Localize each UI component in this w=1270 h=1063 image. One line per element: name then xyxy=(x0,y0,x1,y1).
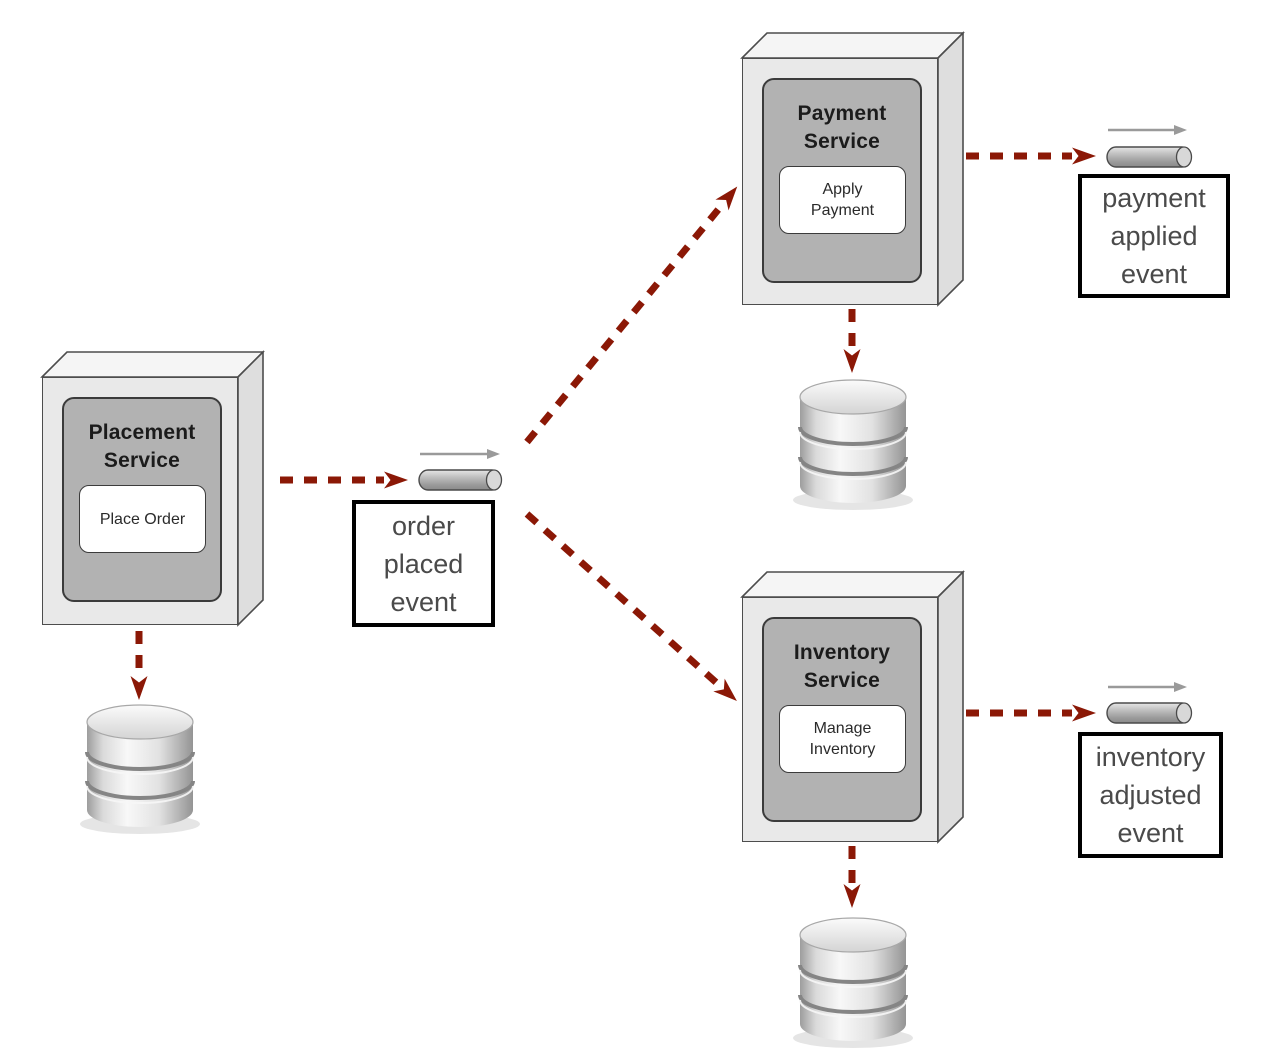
payment-title-line2: Service xyxy=(803,130,881,153)
payment-applied-queue-icon xyxy=(1106,125,1193,168)
order-placed-queue-icon xyxy=(418,449,503,491)
inventory-database-icon xyxy=(793,917,913,1048)
payment-applied-event-label-box: payment applied event xyxy=(1078,174,1230,298)
inventory-adjusted-line3: event xyxy=(1117,818,1184,848)
queue-pipe-cap xyxy=(1175,702,1193,724)
placement-service-box: Placement Service Place Order xyxy=(42,377,238,625)
inventory-adjusted-line2: adjusted xyxy=(1099,780,1202,810)
queue-pipe-cap xyxy=(1175,146,1193,168)
inventory-service-box: Inventory Service Manage Inventory xyxy=(742,597,938,842)
apply-payment-operation-box: Apply Payment xyxy=(779,166,906,234)
inventory-service-box-3d-faces xyxy=(740,570,965,844)
placement-service-panel: Placement Service Place Order xyxy=(62,397,222,602)
order-placed-event-label-box: order placed event xyxy=(352,500,495,627)
placement-title-line2: Service xyxy=(103,449,181,472)
order-placed-line3: event xyxy=(390,586,457,617)
order-placed-line1: order xyxy=(391,510,456,541)
inventory-title-line2: Service xyxy=(803,669,881,692)
inventory-service-title: Inventory Service xyxy=(764,639,920,695)
payment-service-panel: Payment Service Apply Payment xyxy=(762,78,922,283)
inventory-adjusted-event-label-box: inventory adjusted event xyxy=(1078,732,1223,858)
payment-title-line1: Payment xyxy=(797,102,887,125)
apply-payment-label-line1: Apply xyxy=(822,181,863,198)
placement-database-icon xyxy=(80,704,200,834)
payment-applied-line2: applied xyxy=(1110,221,1198,251)
queue-pipe-cap xyxy=(485,469,503,491)
manage-inventory-operation-box: Manage Inventory xyxy=(779,705,906,773)
manage-inventory-label-line1: Manage xyxy=(813,720,872,737)
place-order-label: Place Order xyxy=(99,510,186,528)
arrow-order-queue-to-inventory-service xyxy=(524,511,737,701)
payment-applied-line3: event xyxy=(1120,259,1188,289)
placement-service-title: Placement Service xyxy=(64,419,220,475)
payment-service-box-3d-faces xyxy=(740,31,965,307)
inventory-adjusted-line1: inventory xyxy=(1095,742,1206,772)
order-placed-line2: placed xyxy=(383,548,464,579)
inventory-adjusted-queue-icon xyxy=(1106,682,1193,724)
payment-service-title: Payment Service xyxy=(764,100,920,156)
payment-database-icon xyxy=(793,379,913,510)
inventory-service-panel: Inventory Service Manage Inventory xyxy=(762,617,922,822)
payment-service-box: Payment Service Apply Payment xyxy=(742,58,938,305)
placement-service-box-3d-faces xyxy=(40,350,265,627)
placement-title-line1: Placement xyxy=(88,421,196,444)
arrow-order-queue-to-payment-service xyxy=(524,186,738,445)
inventory-title-line1: Inventory xyxy=(793,641,891,664)
place-order-operation-box: Place Order xyxy=(79,485,206,553)
manage-inventory-label-line2: Inventory xyxy=(809,741,876,758)
payment-applied-line1: payment xyxy=(1102,183,1206,213)
apply-payment-label-line2: Payment xyxy=(810,202,875,219)
